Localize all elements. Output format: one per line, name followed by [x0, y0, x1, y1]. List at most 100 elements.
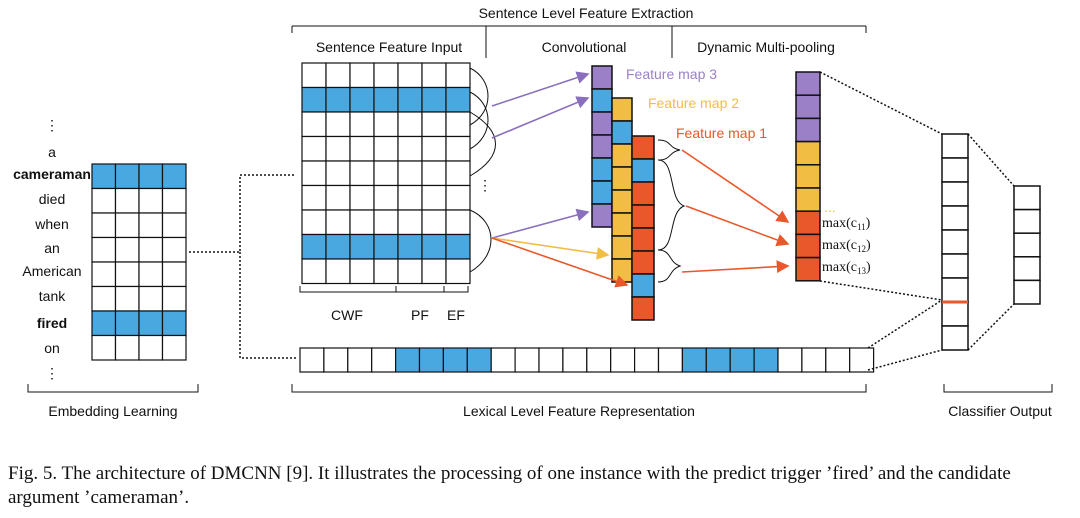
input-cell — [445, 62, 471, 89]
embedding-cell — [161, 187, 187, 214]
classifier-hidden-cell — [941, 301, 969, 327]
feature-map-1-cell — [631, 135, 655, 160]
classifier-hidden-cell — [941, 325, 969, 351]
input-cell — [373, 62, 399, 89]
input-cell — [373, 258, 399, 285]
arrow-to-map2-bottom — [491, 237, 610, 260]
embedding-cell — [138, 163, 164, 190]
input-cell — [349, 233, 375, 260]
embedding-cell — [91, 334, 117, 361]
embedding-cell — [138, 187, 164, 214]
classifier-hidden-cell — [941, 157, 969, 183]
classifier-hidden-cell — [941, 133, 969, 159]
lexical-cell — [371, 347, 397, 373]
lexical-cell — [395, 347, 421, 373]
title-sentence-input: Sentence Feature Input — [316, 39, 462, 55]
classifier-output-cell — [1013, 208, 1041, 234]
input-cell — [421, 160, 447, 187]
pooled-vector — [795, 71, 821, 282]
embedding-cell — [161, 334, 187, 361]
embedding-cell — [138, 285, 164, 312]
classifier-output-cell — [1013, 256, 1041, 282]
feature-map-2-cell — [611, 258, 633, 283]
embedding-cell — [138, 310, 164, 337]
arrow-pool-1 — [681, 149, 790, 223]
classifier-columns — [941, 133, 1041, 351]
lexical-cell — [562, 347, 588, 373]
word-item: on — [44, 340, 60, 356]
feature-map-2-cell — [611, 143, 633, 168]
input-cell — [301, 86, 327, 113]
label-embedding-learning: Embedding Learning — [48, 403, 177, 419]
word-item: American — [22, 263, 81, 279]
lexical-to-classifier-bottom — [867, 349, 943, 371]
input-cell — [325, 160, 351, 187]
feature-map-3-cell — [591, 111, 613, 136]
dmcnn-diagram: Sentence Level Feature Extraction Senten… — [13, 5, 1053, 419]
pool-to-classifier-bottom — [819, 280, 943, 301]
embedding-cell — [138, 261, 164, 288]
pool-label-11: max(c11) — [822, 216, 871, 232]
lexical-cell — [538, 347, 564, 373]
input-cell — [325, 111, 351, 138]
feature-map-2-cell — [611, 97, 633, 122]
lexical-cell — [586, 347, 612, 373]
embedding-cell — [114, 285, 140, 312]
classifier-hidden-cell — [941, 277, 969, 303]
input-cell — [325, 209, 351, 236]
feature-map-2-cell — [611, 235, 633, 260]
embedding-cell — [161, 212, 187, 239]
embedding-cell — [114, 236, 140, 263]
input-cell — [325, 135, 351, 162]
embedding-grid — [91, 163, 187, 361]
input-cell — [325, 62, 351, 89]
label-feature-map-3: Feature map 3 — [626, 66, 717, 82]
window-arc-3 — [469, 111, 496, 177]
input-cell — [325, 233, 351, 260]
pool-label-13: max(c13) — [822, 260, 871, 276]
input-cell — [397, 209, 423, 236]
lexical-cell — [466, 347, 492, 373]
window-arc-2 — [469, 91, 489, 150]
embedding-cell — [114, 310, 140, 337]
input-cell — [373, 184, 399, 211]
input-cell — [421, 258, 447, 285]
input-cell — [349, 209, 375, 236]
input-cell — [421, 62, 447, 89]
feature-map-2-cell — [611, 189, 633, 214]
arrow-pool-3 — [681, 260, 790, 274]
feature-map-1-cell — [631, 181, 655, 206]
arrow-to-map3-top — [491, 71, 590, 107]
pooled-cell — [795, 140, 821, 166]
embedding-cell — [91, 285, 117, 312]
title-sentence-level: Sentence Level Feature Extraction — [479, 5, 694, 21]
feature-map-3-cell — [591, 203, 613, 228]
classifier-hidden-cell — [941, 205, 969, 231]
input-cell — [301, 135, 327, 162]
classifier-output-cell — [1013, 279, 1041, 305]
classifier-hidden-cell — [941, 229, 969, 255]
feature-map-2-cell — [611, 212, 633, 237]
lexical-to-classifier-top — [867, 299, 943, 349]
lexical-cell — [418, 347, 444, 373]
lexical-cell — [514, 347, 540, 373]
lexical-cell — [681, 347, 707, 373]
feature-map-1-cell — [631, 273, 655, 298]
embedding-cell — [161, 163, 187, 190]
input-cell — [373, 86, 399, 113]
input-cell — [325, 258, 351, 285]
word-item: ⋮ — [45, 117, 59, 133]
lexical-cell — [825, 347, 851, 373]
label-classifier-output: Classifier Output — [948, 403, 1052, 419]
feature-map-1-cell — [631, 250, 655, 275]
input-cell — [445, 86, 471, 113]
input-cell — [349, 258, 375, 285]
input-cell — [349, 86, 375, 113]
lexical-cell — [729, 347, 755, 373]
input-cell — [421, 86, 447, 113]
embedding-cell — [138, 212, 164, 239]
lexical-feature-bar — [299, 347, 875, 373]
pool-dots: ... — [824, 199, 836, 215]
input-cell — [301, 209, 327, 236]
label-cwf: CWF — [331, 307, 363, 323]
